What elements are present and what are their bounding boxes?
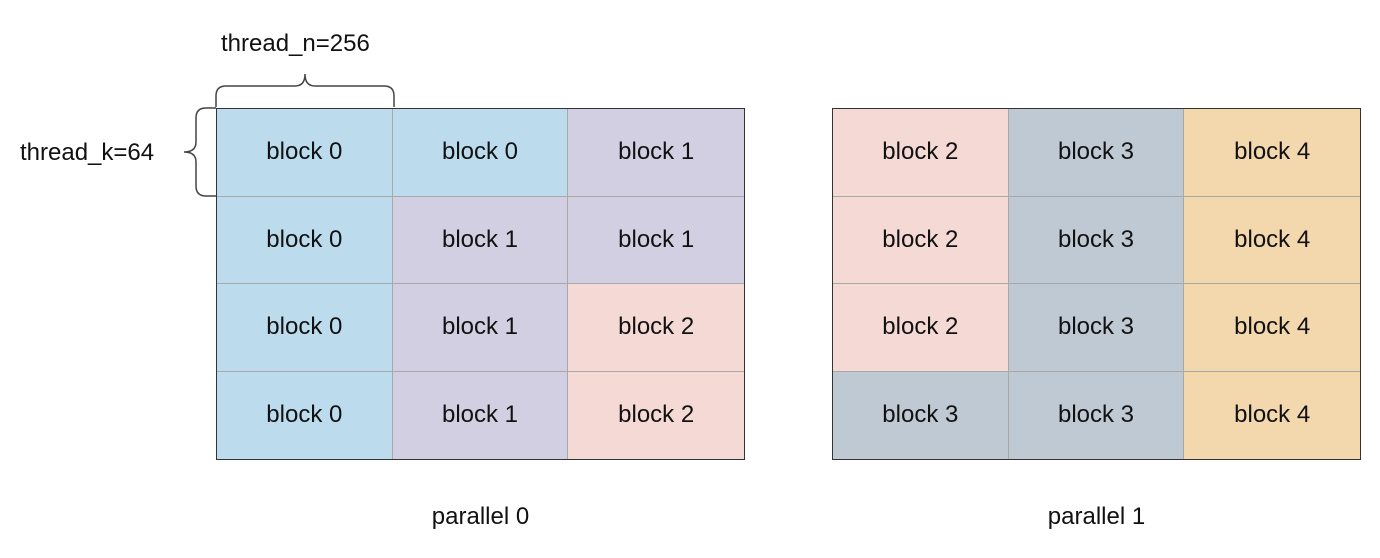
block-cell: block 3 — [1008, 196, 1185, 284]
thread-n-label: thread_n=256 — [221, 30, 370, 57]
block-cell: block 0 — [392, 109, 569, 197]
block-cell: block 1 — [392, 371, 569, 459]
parallel-1-caption: parallel 1 — [1047, 503, 1146, 530]
block-cell: block 3 — [1008, 371, 1185, 459]
block-cell: block 4 — [1184, 109, 1360, 197]
block-cell: block 3 — [1008, 109, 1185, 197]
block-cell: block 0 — [217, 284, 393, 372]
block-cell: block 3 — [833, 371, 1009, 459]
block-cell: block 1 — [392, 196, 569, 284]
thread-k-brace — [183, 107, 216, 197]
block-cell: block 1 — [392, 284, 569, 372]
block-cell: block 3 — [1008, 284, 1185, 372]
block-cell: block 2 — [568, 371, 744, 459]
block-cell: block 2 — [568, 284, 744, 372]
block-cell: block 1 — [568, 196, 744, 284]
block-cell: block 0 — [217, 109, 393, 197]
block-cell: block 2 — [833, 109, 1009, 197]
thread-n-brace — [215, 73, 395, 107]
thread-k-label: thread_k=64 — [20, 139, 155, 166]
block-cell: block 2 — [833, 284, 1009, 372]
block-cell: block 4 — [1184, 371, 1360, 459]
block-cell: block 4 — [1184, 284, 1360, 372]
block-cell: block 0 — [217, 196, 393, 284]
block-cell: block 0 — [217, 371, 393, 459]
block-cell: block 4 — [1184, 196, 1360, 284]
block-cell: block 2 — [833, 196, 1009, 284]
block-cell: block 1 — [568, 109, 744, 197]
parallel-0-caption: parallel 0 — [431, 503, 530, 530]
